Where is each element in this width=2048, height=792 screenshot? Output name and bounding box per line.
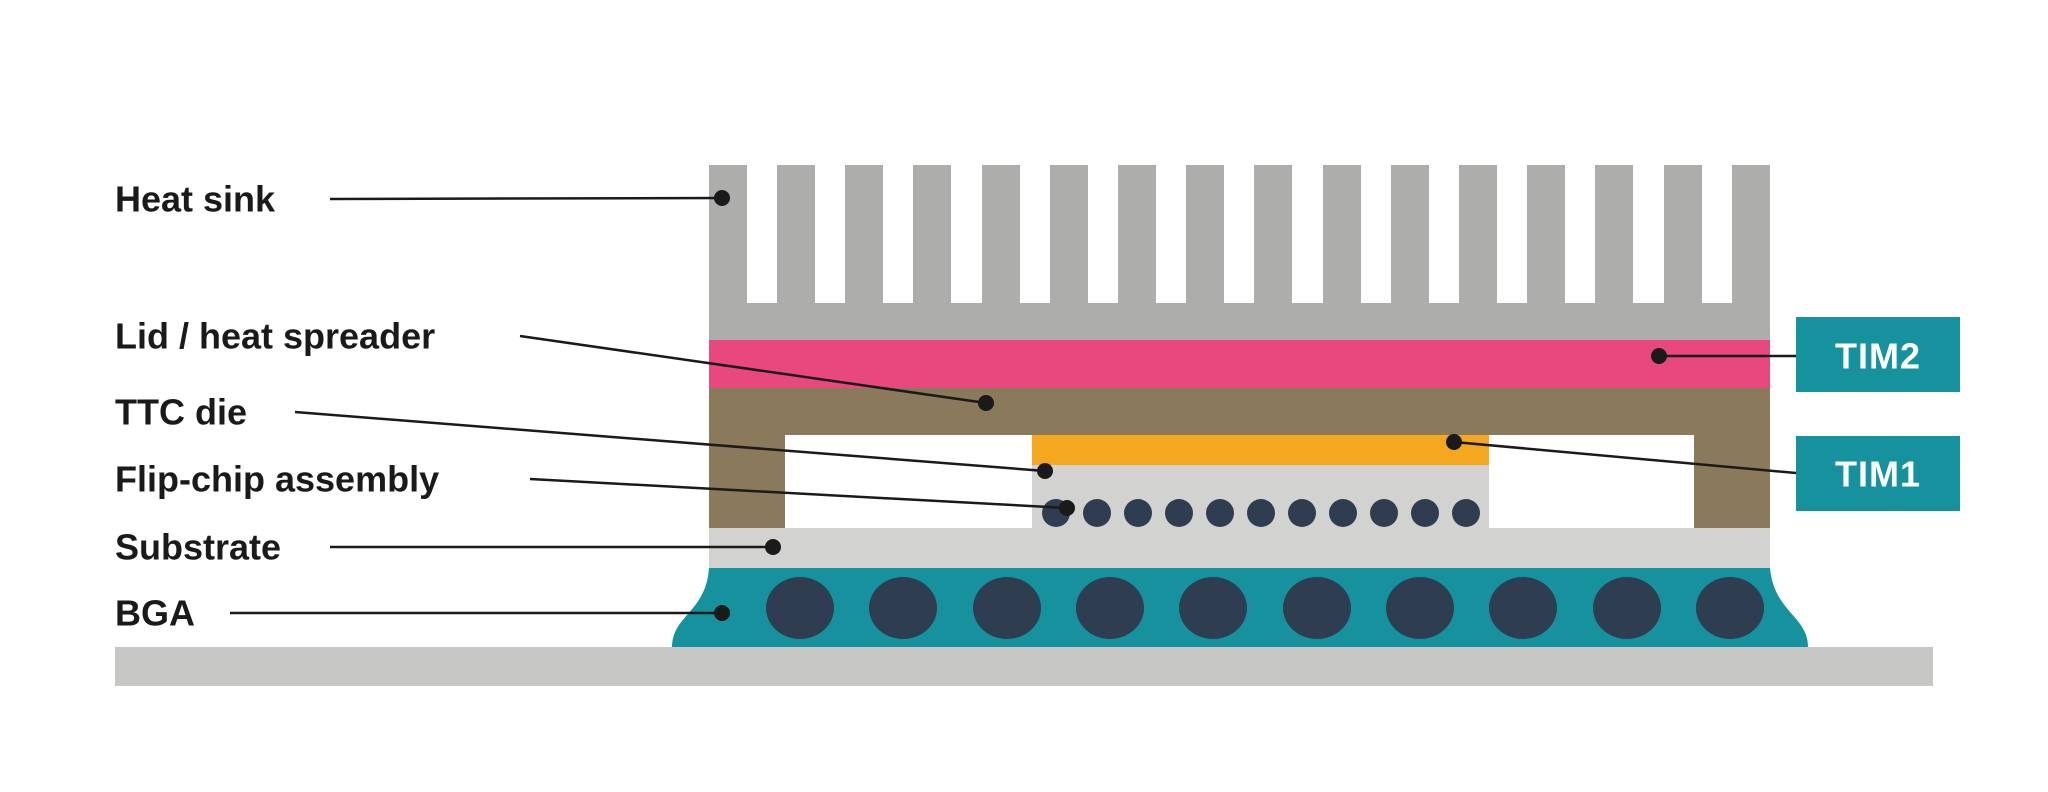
leader-line-ttc-die (294, 410, 1046, 473)
label-substrate: Substrate (115, 527, 281, 568)
tim2-layer (709, 340, 1770, 388)
solder-ball (973, 577, 1041, 639)
solder-ball (766, 577, 834, 639)
lid-right-leg (1694, 430, 1770, 528)
callout-heat-sink: Heat sink (115, 179, 730, 220)
callout-bga: BGA (115, 593, 730, 634)
lid-top (709, 388, 1770, 435)
callout-lid: Lid / heat spreader (115, 316, 994, 411)
label-heat-sink: Heat sink (115, 179, 276, 220)
leader-dot-substrate (765, 539, 781, 555)
heat-sink-fin (1732, 165, 1770, 340)
heat-sink-fin (1527, 165, 1565, 340)
heat-sink-fin (1186, 165, 1224, 340)
leader-line-tim1 (1453, 440, 1797, 475)
ttc-die (1032, 465, 1489, 498)
heat-sink-fin (982, 165, 1020, 340)
flip-chip-bumps (1042, 499, 1480, 527)
substrate-layer (709, 528, 1770, 568)
heat-sink-fin (1254, 165, 1292, 340)
label-lid: Lid / heat spreader (115, 316, 435, 357)
heat-sink-base (709, 303, 1770, 340)
solder-ball (1489, 577, 1557, 639)
tim1-badge (1796, 436, 1960, 511)
flip-chip-bump (1165, 499, 1193, 527)
solder-ball (1076, 577, 1144, 639)
leader-dot-tim1 (1446, 434, 1462, 450)
callout-flip-chip: Flip-chip assembly (115, 459, 1075, 516)
leader-dot-flip-chip (1059, 500, 1075, 516)
flip-chip-bump (1247, 499, 1275, 527)
flip-chip-bump (1124, 499, 1152, 527)
bga-solder-balls (766, 577, 1764, 639)
tim1-layer (1032, 435, 1489, 465)
heat-sink-fin (1459, 165, 1497, 340)
heat-sink-fin (1050, 165, 1088, 340)
heat-sink-fin (777, 165, 815, 340)
solder-ball (1696, 577, 1764, 639)
callout-tim1: TIM1 (1446, 434, 1960, 511)
heat-sink-fin (1595, 165, 1633, 340)
label-ttc-die: TTC die (115, 392, 247, 433)
leader-dot-ttc-die (1037, 463, 1053, 479)
solder-ball (1386, 577, 1454, 639)
flip-chip-bump (1288, 499, 1316, 527)
heat-sink-fin (709, 165, 747, 340)
solder-ball (1283, 577, 1351, 639)
leader-dot-lid (978, 395, 994, 411)
heat-sink-fin (1118, 165, 1156, 340)
lid-heat-spreader (709, 388, 1770, 528)
flip-chip-bump (1411, 499, 1439, 527)
tim1-badge-label: TIM1 (1835, 454, 1921, 495)
callout-ttc-die: TTC die (115, 392, 1053, 479)
tim2-badge-label: TIM2 (1835, 336, 1921, 377)
flip-chip-bump (1452, 499, 1480, 527)
heat-sink-fin (845, 165, 883, 340)
heat-sink-fin (913, 165, 951, 340)
heat-sink-fin (1391, 165, 1429, 340)
label-flip-chip: Flip-chip assembly (115, 459, 439, 500)
flip-chip-bump (1370, 499, 1398, 527)
flip-chip-bump (1083, 499, 1111, 527)
leader-dot-heat-sink (714, 190, 730, 206)
label-bga: BGA (115, 593, 195, 634)
leader-line-heat-sink (329, 196, 723, 201)
tim2-badge (1796, 317, 1960, 392)
leader-dot-tim2 (1651, 348, 1667, 364)
leader-line-flip-chip (529, 477, 1068, 510)
solder-ball (869, 577, 937, 639)
solder-ball (1179, 577, 1247, 639)
flip-chip-bump (1329, 499, 1357, 527)
pcb-board (115, 647, 1933, 686)
callout-tim2: TIM2 (1651, 317, 1960, 392)
flip-chip-bump (1206, 499, 1234, 527)
leader-line-lid (519, 334, 987, 405)
heat-sink-fin (1664, 165, 1702, 340)
solder-ball (1593, 577, 1661, 639)
heat-sink-fin (1323, 165, 1361, 340)
heat-sink (709, 165, 1770, 340)
leader-dot-bga (714, 605, 730, 621)
callout-substrate: Substrate (115, 527, 781, 568)
